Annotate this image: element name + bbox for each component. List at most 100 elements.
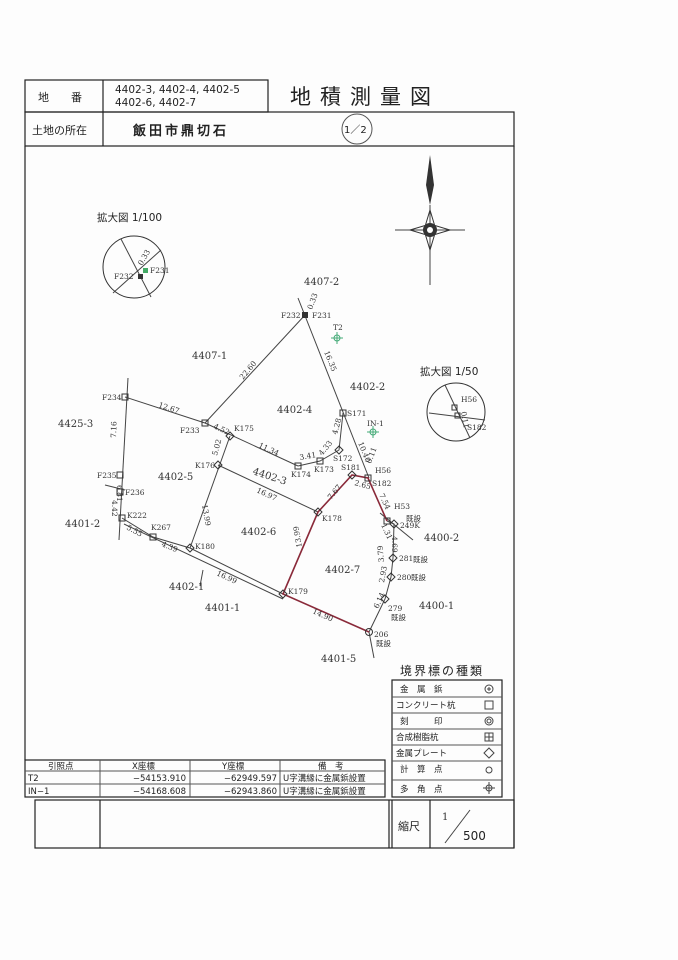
legend-title: 境界標の種類 <box>400 663 484 678</box>
lot-numbers-line2: 4402-6, 4402-7 <box>115 97 196 109</box>
legend-label: 金属プレート <box>396 748 447 759</box>
point-label: S171 <box>347 409 366 418</box>
enlargement-title: 拡大図 1/100 <box>97 211 162 224</box>
distance-label: 12.67 <box>157 400 180 415</box>
point-label: S172 <box>333 454 353 463</box>
polygon-point-icon <box>483 782 495 794</box>
parcel-label: 4402-1 <box>169 582 204 593</box>
point-label: IN-1 <box>367 419 384 428</box>
point-label: F232 <box>114 272 134 281</box>
point-label: F234 <box>102 393 122 402</box>
parcel-label: 4401-5 <box>321 654 356 665</box>
table-header: X座標 <box>132 761 155 772</box>
distance-label: 3.79 <box>376 545 386 563</box>
point-label: F235 <box>97 471 117 480</box>
distance-label: 2.65 <box>353 478 372 491</box>
point-label: F233 <box>180 426 200 435</box>
distance-label: 6.81 <box>115 485 124 502</box>
parcel-label: 4402-2 <box>350 382 385 393</box>
engraved-mark-icon <box>484 716 494 726</box>
legend-label: 合成樹脂杭 <box>396 732 439 743</box>
point-label: K180 <box>195 542 215 551</box>
location-value: 飯田市鼎切石 <box>132 123 229 139</box>
table-cell: U字溝縁に金属鋲設置 <box>283 773 366 784</box>
parcel-label: 4407-2 <box>304 277 339 288</box>
table-header: 備 考 <box>318 761 344 772</box>
distance-label: 4.69 <box>390 536 399 553</box>
parcel-label: 4401-1 <box>205 603 240 614</box>
point-label: S181 <box>341 463 360 472</box>
distance-label: 4.28 <box>330 417 343 436</box>
lot-numbers-line1: 4402-3, 4402-4, 4402-5 <box>115 84 240 96</box>
distance-label: 4.52 <box>212 422 231 437</box>
distance-label: 0.11 <box>459 411 471 429</box>
distance-label: 11.34 <box>257 441 280 458</box>
parcel-label: 4407-1 <box>192 351 227 362</box>
footer: 縮尺 1 500 <box>34 799 515 849</box>
table-cell: IN−1 <box>28 787 49 797</box>
legend-label: 金 属 鋲 <box>400 684 443 695</box>
distance-label: 22.60 <box>238 359 259 381</box>
distance-label: 16.99 <box>215 569 238 586</box>
parcel-label: 4401-2 <box>65 519 100 530</box>
distance-label: 14.90 <box>311 607 334 624</box>
enlargement-title: 拡大図 1/50 <box>420 365 478 378</box>
table-cell: −62949.597 <box>224 774 277 784</box>
point-label: K222 <box>127 511 147 520</box>
point-label: K178 <box>322 514 342 523</box>
distance-label: 7.16 <box>109 421 119 438</box>
scale-numerator: 1 <box>442 812 448 823</box>
point-label: S182 <box>372 479 392 488</box>
distance-label: 3.41 <box>299 450 317 462</box>
table-header: Y座標 <box>221 761 245 772</box>
existing-marker-label: 既設 <box>413 554 428 564</box>
north-compass-icon <box>395 155 465 285</box>
table-row: T2 −54153.910 −62949.597 U字溝縁に金属鋲設置 <box>27 773 366 784</box>
location-label: 土地の所在 <box>32 124 87 137</box>
parcel-label: 4425-3 <box>58 419 93 430</box>
lot-label: 地 番 <box>38 91 82 104</box>
enlargement-1-50: 拡大図 1/50 H56 S182 0.11 <box>420 365 487 442</box>
table-header: 引照点 <box>48 762 74 772</box>
point-label: T2 <box>333 323 343 332</box>
point-label: K179 <box>288 587 308 596</box>
enlargement-1-100: 拡大図 1/100 F232 F231 0.33 <box>97 211 170 299</box>
distance-label: 2.93 <box>377 565 389 583</box>
table-cell: T2 <box>27 774 39 784</box>
parcel-label: 4402-4 <box>277 405 312 416</box>
parcel-label: 4402-6 <box>241 527 276 538</box>
point-label: F236 <box>125 488 145 497</box>
distance-label: 7.54 <box>377 492 392 511</box>
distance-label: 4.39 <box>160 540 179 555</box>
legend-label: コンクリート杭 <box>396 700 456 711</box>
scale-denominator: 500 <box>463 829 486 843</box>
polygon-point-icon <box>331 332 379 438</box>
point-labels: F232 F231 T2 F234 F233 K175 S171 IN-1 S1… <box>97 311 428 648</box>
point-label: 249K <box>400 521 420 530</box>
point-label: 279 <box>388 604 403 613</box>
point-label: 280 <box>397 573 412 582</box>
legend-label: 多 角 点 <box>400 784 443 795</box>
existing-marker-label: 既設 <box>391 612 406 622</box>
metal-stud-icon <box>484 684 494 694</box>
legend-label: 刻 印 <box>400 716 443 727</box>
legend-label: 計 算 点 <box>400 764 443 775</box>
point-label: F232 <box>281 311 301 320</box>
point-label: F231 <box>312 311 332 320</box>
map-title: 地積測量図 <box>290 85 440 109</box>
table-cell: −62943.860 <box>224 787 277 797</box>
parcel-label: 4402-5 <box>158 472 193 483</box>
distance-label: 13.99 <box>200 504 213 527</box>
parcel-label: 4402-3 <box>251 466 288 487</box>
point-label: K174 <box>291 470 311 479</box>
point-markers <box>116 312 399 636</box>
point-label: 281 <box>399 554 413 563</box>
distance-label: 7.67 <box>326 483 344 502</box>
point-label: K176 <box>195 461 215 470</box>
point-label: H56 <box>461 395 477 404</box>
point-label: K175 <box>234 424 254 433</box>
calculated-point-icon <box>485 766 493 774</box>
point-label: K173 <box>314 465 334 474</box>
parcel-label: 4402-7 <box>325 565 360 576</box>
